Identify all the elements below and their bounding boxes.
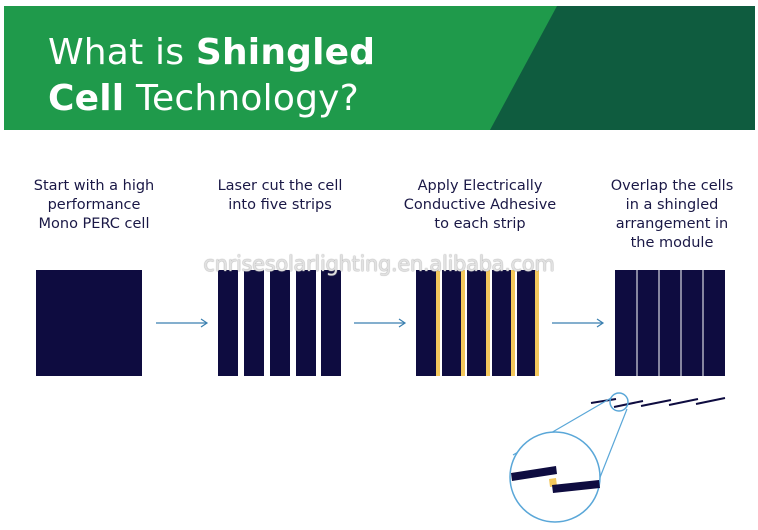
step-3-line-1: Apply Electrically xyxy=(417,178,543,194)
magnified-circle xyxy=(509,431,601,523)
title-line2-bold: Cell xyxy=(48,78,125,119)
step-1-line-1: Start with a high xyxy=(33,178,155,194)
magnified-view xyxy=(509,431,601,523)
step-3-line-2: Conductive Adhesive xyxy=(403,197,557,213)
title-line-1: What is Shingled xyxy=(48,30,375,76)
magnifier-line-2 xyxy=(596,408,628,486)
adhesive-strip-4 xyxy=(492,270,511,376)
adhesive-line-2 xyxy=(461,270,465,376)
adhesive-strip-5 xyxy=(517,270,535,376)
mono-perc-cell xyxy=(36,270,142,376)
adhesive-strip-3 xyxy=(467,270,486,376)
step-4-line-4: the module xyxy=(630,235,714,251)
title-line2-suffix: Technology? xyxy=(124,78,359,119)
step-4-line-1: Overlap the cells xyxy=(610,178,734,194)
adhesive-line-5 xyxy=(535,270,539,376)
adhesive-strip-2 xyxy=(442,270,461,376)
header-banner: What is Shingled Cell Technology? xyxy=(4,6,755,130)
adhesive-strip-1 xyxy=(416,270,436,376)
strip-1 xyxy=(218,270,238,376)
page-title: What is Shingled Cell Technology? xyxy=(48,30,375,122)
step-1-line-3: Mono PERC cell xyxy=(38,216,150,232)
strip-4 xyxy=(296,270,316,376)
magnified-strip-bottom xyxy=(552,480,600,493)
shingled-module xyxy=(615,270,725,376)
step-4-line-2: in a shingled xyxy=(625,197,719,213)
arrow-3 xyxy=(552,318,605,328)
adhesive-line-4 xyxy=(511,270,515,376)
step-1-line-2: performance xyxy=(47,197,141,213)
step-2-line-2: into five strips xyxy=(228,197,332,213)
title-line1-prefix: What is xyxy=(48,32,196,73)
step-3-line-3: to each strip xyxy=(434,216,526,232)
adhesive-line-1 xyxy=(436,270,440,376)
banner-green xyxy=(4,6,557,130)
zoom-target-circle xyxy=(609,392,629,412)
step-4-text: Overlap the cells in a shingled arrangem… xyxy=(582,177,758,253)
step-1-text: Start with a high performance Mono PERC … xyxy=(4,177,184,234)
step-2-line-1: Laser cut the cell xyxy=(217,178,343,194)
adhesive-line-3 xyxy=(486,270,490,376)
strips-with-adhesive xyxy=(416,270,539,376)
arrow-1 xyxy=(156,318,209,328)
title-line-2: Cell Technology? xyxy=(48,76,375,122)
strip-3 xyxy=(270,270,290,376)
step-3-text: Apply Electrically Conductive Adhesive t… xyxy=(390,177,570,234)
module-body xyxy=(615,270,725,376)
arrow-2 xyxy=(354,318,407,328)
strip-2 xyxy=(244,270,264,376)
banner-background xyxy=(4,6,755,130)
magnified-strip-top xyxy=(511,466,557,481)
five-strips xyxy=(218,270,341,376)
step-2-text: Laser cut the cell into five strips xyxy=(190,177,370,215)
title-line1-bold: Shingled xyxy=(195,32,376,73)
step-4-line-3: arrangement in xyxy=(615,216,729,232)
watermark-text: cnrisesolarlighting.en.alibaba.com xyxy=(203,252,555,276)
strip-5 xyxy=(321,270,341,376)
